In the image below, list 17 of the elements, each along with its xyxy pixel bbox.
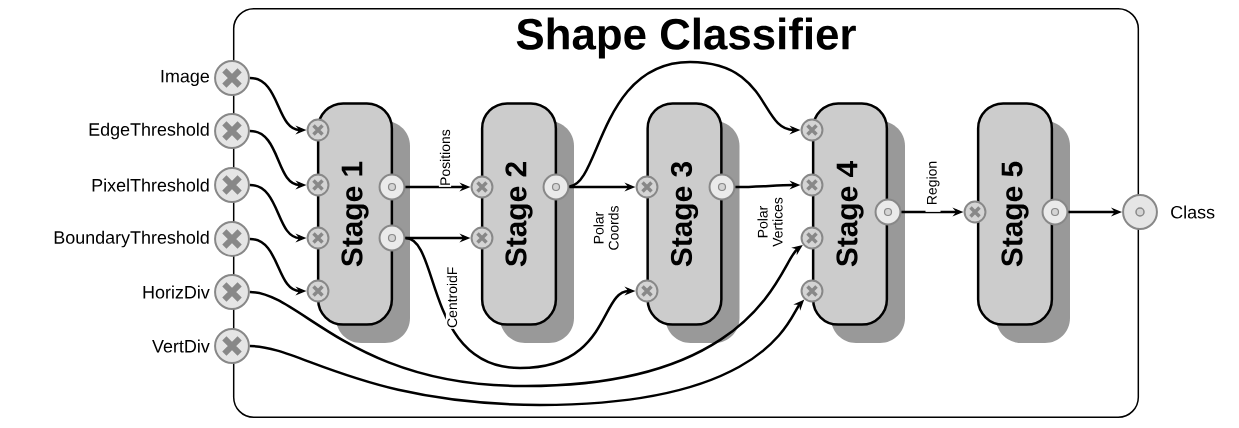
port-label: HorizDiv <box>143 285 210 299</box>
stage-box: Stage 1 <box>316 102 410 343</box>
stage-box: Stage 3 <box>646 102 740 343</box>
edge-label: Polar Vertices <box>756 193 784 251</box>
port-label: VertDiv <box>152 339 210 353</box>
port-label: PixelThreshold <box>92 178 209 192</box>
port-label: EdgeThreshold <box>89 122 209 140</box>
port-label: Class <box>1171 205 1215 219</box>
edge-label: Positions <box>438 129 452 187</box>
stage-box: Stage 2 <box>480 102 574 343</box>
stage-box: Stage 5 <box>976 102 1070 343</box>
edge-label: Polar Coords <box>592 199 620 257</box>
stage-box: Stage 4 <box>811 102 905 343</box>
edge-label: CentroidF <box>445 267 459 329</box>
port-label: Image <box>161 69 209 87</box>
edge-label: Region <box>925 154 941 212</box>
port-label: BoundaryThreshold <box>54 230 209 248</box>
